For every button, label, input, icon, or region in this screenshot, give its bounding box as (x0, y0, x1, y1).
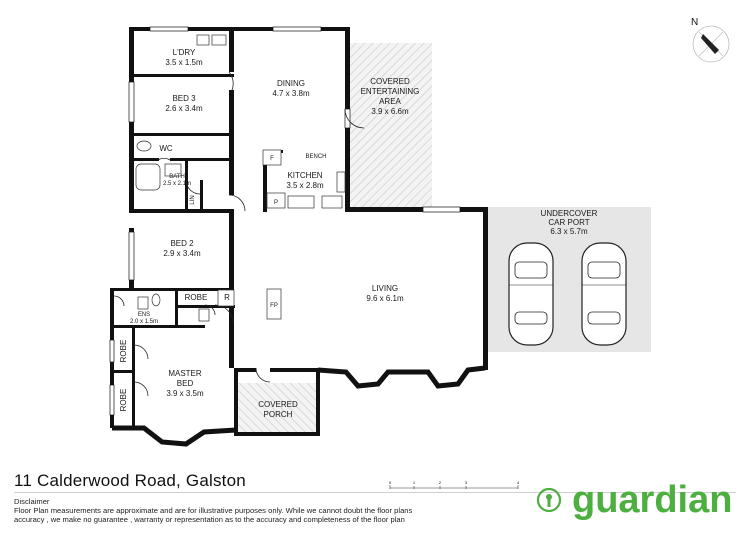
floor-plan: L'DRY 3.5 x 1.5m BED 3 2.6 x 3.4m DINING… (109, 26, 651, 447)
bath-label: BATH (169, 174, 185, 180)
scale-tick-3: 3 (465, 480, 468, 485)
master-label-2: BED (177, 379, 194, 388)
fireplace-label: FP (270, 303, 278, 309)
master-label-1: MASTER (168, 369, 202, 378)
kitchen-label: KITCHEN (287, 171, 322, 180)
north-compass-icon: N (691, 17, 730, 63)
master-size: 3.9 x 3.5m (166, 389, 204, 398)
carport-label-2: CAR PORT (548, 218, 589, 227)
car-icon (581, 242, 627, 346)
carport-label-1: UNDERCOVER (541, 209, 598, 218)
scale-tick-0: 0 (389, 480, 392, 485)
covered-porch-area (238, 383, 317, 435)
bed3-label: BED 3 (172, 94, 196, 103)
car-icon (508, 242, 554, 346)
robe-master-2: ROBE (119, 389, 128, 412)
porch-label-2: PORCH (264, 410, 293, 419)
fixtures (135, 34, 346, 322)
kitchen-size: 3.5 x 2.8m (286, 181, 324, 190)
disclaimer-line-2: accuracy , we make no guarantee , warran… (14, 515, 405, 525)
covered-ent-size: 3.9 x 6.6m (371, 107, 409, 116)
scale-tick-2: 2 (439, 480, 442, 485)
windows (109, 26, 461, 416)
disclaimer-title: Disclaimer (14, 497, 50, 506)
dining-label: DINING (277, 79, 305, 88)
bed2-label: BED 2 (170, 239, 194, 248)
scale-tick-1: 1 (413, 480, 416, 485)
covered-entertaining-area (345, 43, 432, 209)
covered-ent-label-1: COVERED (370, 77, 410, 86)
divider (14, 492, 736, 493)
bath-size: 2.5 x 2.1m (163, 181, 191, 187)
carport-size: 6.3 x 5.7m (550, 227, 588, 236)
disclaimer-line-1: Floor Plan measurements are approximate … (14, 506, 413, 516)
disclaimer: Disclaimer Floor Plan measurements are a… (14, 497, 444, 525)
bench-label: BENCH (305, 154, 326, 160)
brand-name: guardian (572, 479, 732, 521)
pantry-label: P (274, 200, 278, 206)
robe-bed2-label: ROBE (185, 293, 208, 302)
covered-ent-label-3: AREA (379, 97, 401, 106)
living-label: LIVING (372, 284, 398, 293)
ens-label: ENS (138, 312, 150, 318)
keyhole-icon (536, 487, 562, 513)
lin-label: LIN (190, 195, 196, 204)
living-size: 9.6 x 6.1m (366, 294, 404, 303)
ldry-label: L'DRY (173, 48, 196, 57)
ens-size: 2.0 x 1.5m (130, 319, 158, 325)
property-address: 11 Calderwood Road, Galston (14, 471, 246, 490)
ldry-size: 3.5 x 1.5m (165, 58, 203, 67)
bed2-size: 2.9 x 3.4m (163, 249, 201, 258)
doors (113, 71, 365, 397)
scale-bar: 0 1 2 3 4 (389, 480, 520, 489)
wc-label: WC (159, 144, 173, 153)
bed3-size: 2.6 x 3.4m (165, 104, 203, 113)
covered-ent-label-2: ENTERTAINING (361, 87, 420, 96)
compass-north-label: N (691, 17, 698, 28)
robe-master-1: ROBE (119, 340, 128, 363)
porch-label-1: COVERED (258, 400, 298, 409)
guardian-logo: guardian (536, 479, 732, 521)
scale-tick-4: 4 (517, 480, 520, 485)
fridge-label: F (270, 156, 274, 162)
r-label: R (224, 293, 230, 302)
dining-size: 4.7 x 3.8m (272, 89, 310, 98)
